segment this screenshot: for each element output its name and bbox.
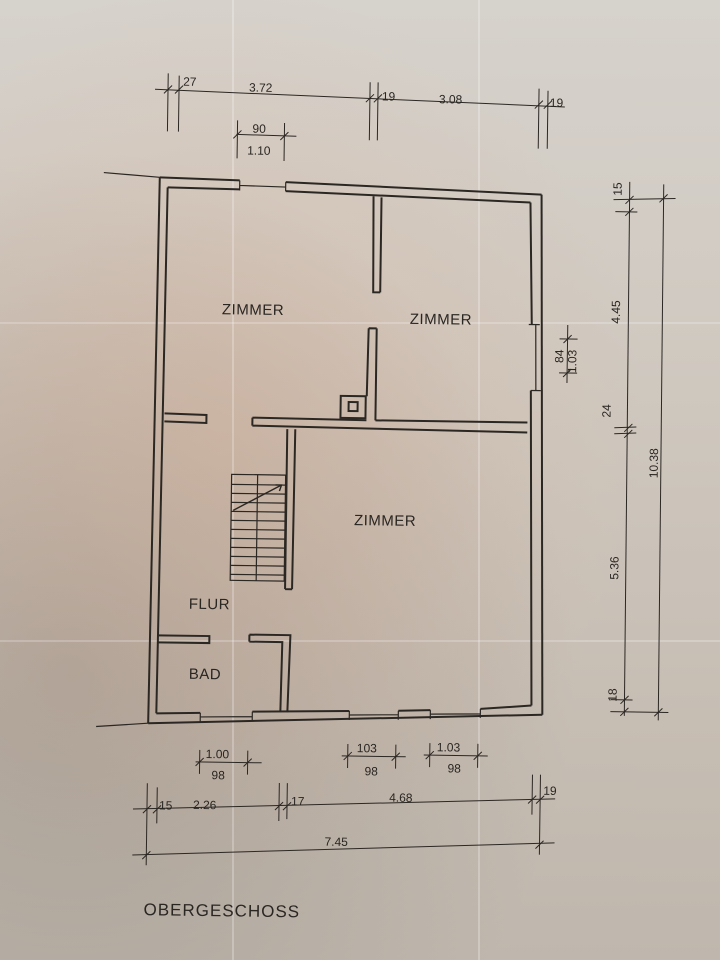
dimension-chain-top (154, 73, 565, 162)
dim-top-b: 3.72 (249, 81, 273, 95)
staircase (229, 473, 287, 582)
dimension-windows-bottom (195, 743, 488, 775)
dim-bottom-total: 7.45 (324, 835, 348, 849)
interior-walls (157, 196, 528, 713)
dim-top-c: 19 (382, 89, 396, 103)
dim-top-a: 27 (183, 75, 197, 89)
outer-walls (96, 171, 544, 728)
room-label-zimmer-ne: ZIMMER (410, 311, 472, 329)
dim-bottom-b: 2.26 (193, 798, 217, 812)
dim-top-e: 19 (550, 96, 564, 110)
drawing-title: OBERGESCHOSS (143, 900, 300, 921)
dim-bottom-window2-b: 98 (364, 764, 378, 778)
dimension-chain-bottom (132, 774, 556, 866)
dim-right-window-width: 84 (552, 349, 566, 363)
dim-right-total: 10.38 (647, 448, 661, 479)
dim-bottom-window1-b: 98 (211, 768, 225, 782)
dim-bottom-window2-a: 103 (357, 741, 378, 755)
paper-fold-line (478, 0, 480, 960)
dim-right-e: 18 (606, 688, 620, 702)
room-label-flur: FLUR (189, 596, 230, 614)
plan-group: ZIMMER ZIMMER ZIMMER FLUR BAD 27 3.72 19… (96, 73, 676, 921)
dim-bottom-a: 15 (159, 798, 173, 812)
dim-bottom-window3-a: 1.03 (437, 740, 461, 754)
room-label-bad: BAD (189, 666, 222, 683)
paper-fold-line (232, 0, 234, 960)
paper-fold-line (0, 640, 720, 642)
dim-right-window-height: 1.03 (565, 349, 579, 373)
dim-top-window-width: 90 (252, 122, 266, 136)
room-label-zimmer-nw: ZIMMER (222, 301, 284, 319)
room-label-zimmer-s: ZIMMER (354, 512, 416, 530)
dim-bottom-window3-b: 98 (447, 761, 461, 775)
dimension-chain-right (559, 181, 676, 721)
dim-right-c: 24 (599, 404, 613, 418)
dim-right-a: 15 (611, 182, 625, 196)
dim-bottom-d: 4.68 (389, 791, 413, 805)
paper-fold-line (0, 322, 720, 324)
dim-top-window-height: 1.10 (247, 144, 271, 158)
dim-bottom-e: 19 (543, 784, 557, 798)
dim-bottom-c: 17 (291, 794, 305, 808)
dim-right-b: 4.45 (609, 300, 623, 324)
dim-bottom-window1-a: 1.00 (206, 747, 230, 761)
dim-top-d: 3.08 (439, 92, 463, 106)
dim-right-d: 5.36 (607, 556, 621, 580)
